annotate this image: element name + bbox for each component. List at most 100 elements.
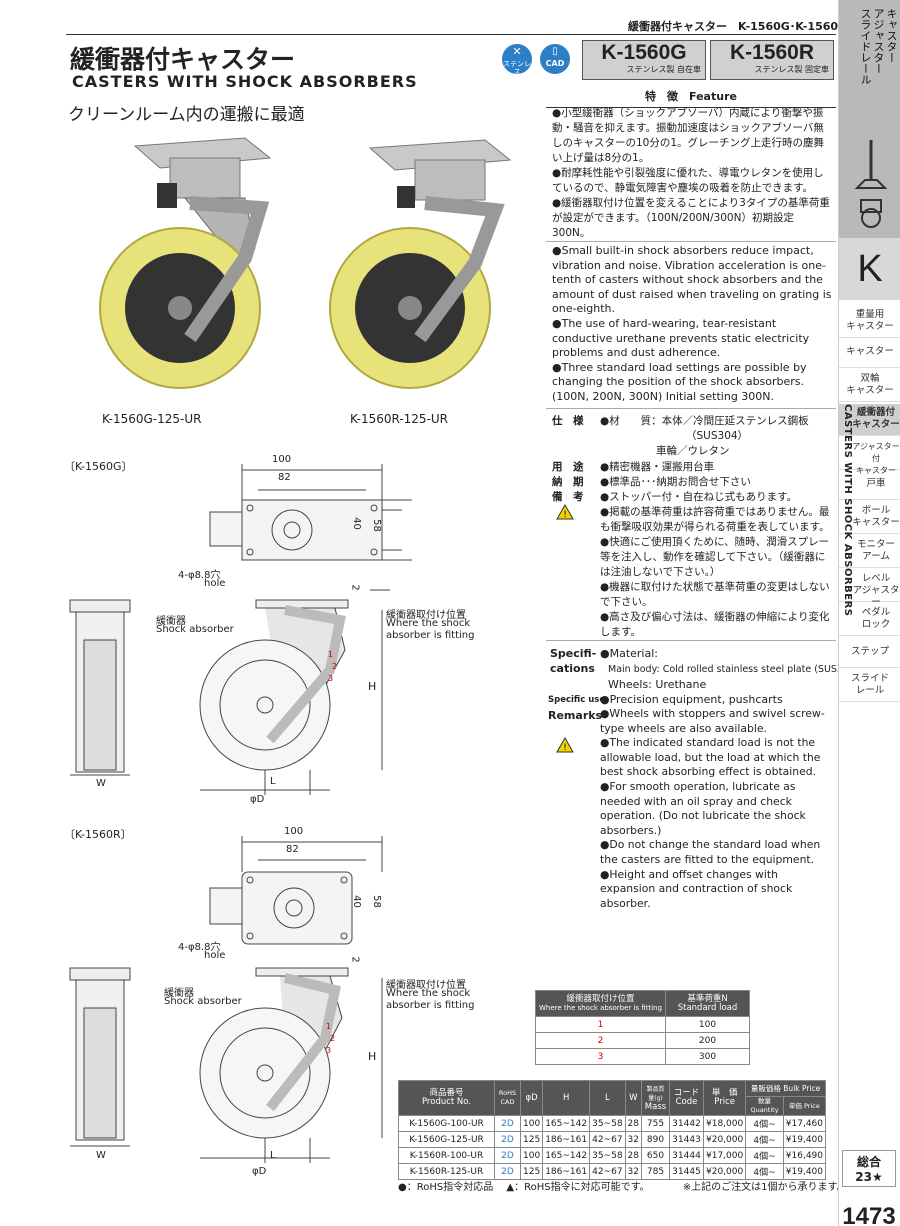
warning-icon: ! <box>556 504 574 520</box>
sidebar-item-door[interactable]: 戸車 <box>839 472 900 500</box>
remarks-en-label: Remarks <box>548 709 603 722</box>
sidebar-item-step[interactable]: ステップ <box>839 640 900 668</box>
sidebar-item-ball[interactable]: ボール キャスター <box>839 502 900 534</box>
spec-material-2: （SUS304） <box>686 430 749 442</box>
sidebar-item-adjuster[interactable]: アジャスター付 キャスター <box>839 438 900 475</box>
sidebar-vertical-label: CASTERS WITH SHOCK ABSORBERS <box>842 404 853 617</box>
model-r-sub: ステンレス製 固定車 <box>754 65 829 74</box>
th-w: W <box>624 1080 643 1116</box>
dim-w-r: W <box>96 1150 106 1161</box>
remarks-label: 備 考 <box>552 491 584 503</box>
spec-en-material: ●Material: <box>600 647 658 660</box>
sidebar-item-slide[interactable]: スライド レール <box>839 670 900 702</box>
photo-caster-g <box>99 137 272 389</box>
dim-w: W <box>96 778 106 789</box>
model-g-sub: ステンレス製 自在車 <box>626 65 701 74</box>
sidebar-top-line-2: アジャスター <box>872 8 885 74</box>
svg-text:!: ! <box>563 510 567 520</box>
feature-jp-1: ●小型緩衝器（ショックアブソーバ）内蔵により衝撃や振動・騒音を抑えます。振動加速… <box>552 107 825 164</box>
caster-icon <box>854 140 888 228</box>
spec-en-main-body: Main body: Cold rolled stainless steel p… <box>608 664 859 675</box>
sidebar-top-line-3: スライドレール <box>859 8 872 85</box>
remark-jp-3: ●快適にご使用頂くために、随時、潤滑スプレー等を注入し、動作を確認して下さい。（… <box>600 536 830 578</box>
sidebar-item-heavy[interactable]: 重量用 キャスター <box>839 306 900 338</box>
pos-1: 1 <box>328 650 334 659</box>
th-bulk: 量販価格 Bulk Price <box>745 1080 826 1097</box>
sidebar-item-monitor[interactable]: モニター アーム <box>839 536 900 568</box>
hole-label-jp-r: 4-φ8.8穴 <box>178 942 221 953</box>
sidebar-item-caster[interactable]: キャスター <box>839 340 900 368</box>
stainless-badge: ✕ ステンレス <box>502 44 532 76</box>
dim-40: 40 <box>350 517 362 530</box>
dim-h: H <box>368 680 377 693</box>
page-footer: 総合 23★ 1473 <box>838 1150 900 1226</box>
delivery-label: 納 期 <box>552 476 584 488</box>
pos-2-r: 2 <box>330 1034 336 1043</box>
sidebar-item-twin[interactable]: 双輪 キャスター <box>839 370 900 402</box>
hole-label-en-r: hole <box>204 950 226 961</box>
hole-label-jp: 4-φ8.8穴 <box>178 570 221 581</box>
th-d: φD <box>519 1080 544 1116</box>
feature-en-1: ●Small built-in shock absorbers reduce i… <box>552 244 832 316</box>
th-h: H <box>542 1080 591 1116</box>
spec-divider <box>546 408 836 409</box>
file-icon: ▯ <box>552 46 558 57</box>
th-l: L <box>589 1080 626 1116</box>
remarks-en: ●Wheels with stoppers and swivel screw-t… <box>600 707 834 911</box>
feature-en: ●Small built-in shock absorbers reduce i… <box>552 244 834 405</box>
sidebar-item-shock[interactable]: 緩衝器付 キャスター <box>839 404 900 436</box>
model-g: K-1560G <box>601 41 687 64</box>
page-title: 緩衝器付キャスター <box>70 45 296 74</box>
remark-en-1: ●Wheels with stoppers and swivel screw-t… <box>600 707 825 735</box>
pos-2: 2 <box>332 662 338 671</box>
dim-2-r: 2 <box>349 956 361 963</box>
fit-label-en2-r: absorber is fitting <box>386 1000 475 1011</box>
svg-text:!: ! <box>563 743 567 753</box>
dim-40-r: 40 <box>350 895 362 908</box>
th-mass: 製品質量(g)Mass <box>641 1080 670 1116</box>
remark-jp-1: ●ストッパー付・自在ねじ式もあります。 <box>600 491 798 503</box>
page-subtitle: クリーンルーム内の運搬に最適 <box>68 105 305 125</box>
dim-d-r: φD <box>252 1166 267 1177</box>
fit-label-jp-r: 緩衝器取付け位置 <box>386 980 466 991</box>
pos-1-r: 1 <box>326 1022 332 1031</box>
sidebar-top-line-1: キャスター <box>885 8 898 63</box>
dim-82-r: 82 <box>286 844 299 855</box>
header-rule <box>66 34 836 35</box>
shock-label-en: Shock absorber <box>156 624 234 635</box>
hole-label-en: hole <box>204 578 226 589</box>
th-qty: 数量 Quantity <box>745 1096 784 1116</box>
spec-en-wheels: Wheels: Urethane <box>608 678 707 691</box>
sidebar-item-level[interactable]: レベル アジャスター <box>839 570 900 608</box>
use-en-value: ●Precision equipment, pushcarts <box>600 693 783 706</box>
shock-label-en-r: Shock absorber <box>164 996 242 1007</box>
feature-en-3: ●Three standard load settings are possib… <box>552 360 807 403</box>
drawing-r <box>69 836 383 1163</box>
photo-caption-r: K-1560R-125-UR <box>350 412 449 426</box>
remark-en-2: ●The indicated standard load is not the … <box>600 736 821 779</box>
delivery-value: ●標準品･･･納期お問合せ下さい <box>600 476 751 488</box>
sidebar-item-pedal[interactable]: ペダル ロック <box>839 604 900 636</box>
fit-label-en2: absorber is fitting <box>386 630 475 641</box>
remark-en-3: ●For smooth operation, lubricate as need… <box>600 779 806 837</box>
feature-en-2: ●The use of hard-wearing, tear-resistant… <box>552 316 810 360</box>
warning-icon: ! <box>556 737 574 753</box>
spec-label: 仕 様 <box>552 415 584 427</box>
dim-l-r: L <box>270 1150 276 1161</box>
use-label: 用 途 <box>552 461 584 473</box>
feature-jp-2: ●耐摩耗性能や引裂強度に優れた、導電ウレタンを使用しているので、静電気障害や塵埃… <box>552 167 824 194</box>
model-r: K-1560R <box>729 41 815 64</box>
model-box-g: K-1560G ステンレス製 自在車 <box>582 40 706 80</box>
fit-label-en1-r: Where the shock <box>386 988 471 999</box>
sidebar-top: キャスター アジャスター スライドレール <box>839 0 900 238</box>
photo-caption-g: K-1560G-125-UR <box>102 412 202 426</box>
fit-label-jp: 緩衝器取付け位置 <box>386 610 466 621</box>
